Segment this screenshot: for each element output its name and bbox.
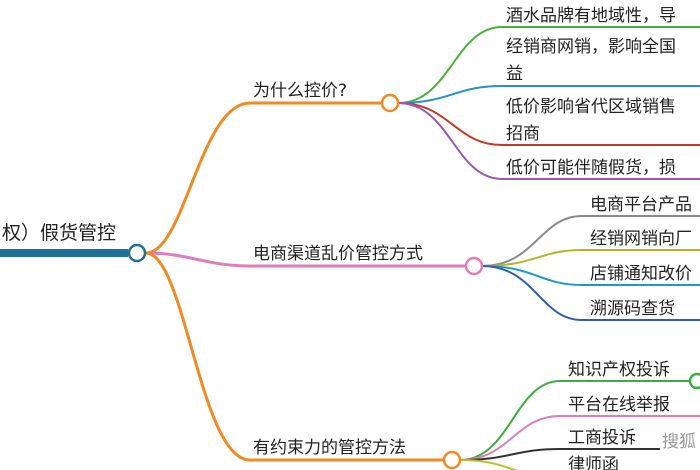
edge-root-branch-1 [145,101,251,255]
edge-b2-leaf-2 [481,249,700,267]
edge-b2-leaf-1 [481,215,700,267]
branch-3-node-toggle[interactable] [442,450,462,470]
edge-b1-leaf-1 [397,26,700,104]
leaf-b3-1-node-toggle[interactable] [688,372,700,390]
edge-b1-leaf-3 [397,102,700,146]
leaf-b3-2-label: 平台在线举报 [568,395,670,415]
edge-b3-leaf-1 [459,380,690,461]
branch-2-label: 电商渠道乱价管控方式 [253,244,423,264]
leaf-b1-1-label: 酒水品牌有地域性，导 [506,6,676,26]
branch-1-label: 为什么控价? [253,81,347,101]
leaf-b3-1-label: 知识产权投诉 [568,360,670,380]
leaf-b2-4-label: 溯源码查货 [590,299,675,319]
edge-b1-leaf-2 [397,85,700,104]
branch-1-node-toggle[interactable] [380,93,400,113]
leaf-b1-4-label: 低价可能伴随假货，损 [506,158,676,178]
leaf-b1-2-label-line2: 益 [506,64,523,84]
edge-b3-leaf-4 [459,459,518,470]
edge-b3-leaf-3 [459,448,660,461]
leaf-b3-4-label: 律师函 [568,455,619,470]
branch-3-label: 有约束力的管控方法 [253,438,406,458]
leaf-b2-2-label: 经销网销向厂 [590,229,692,249]
leaf-b2-3-label: 店铺通知改价 [590,264,692,284]
leaf-b2-1-label: 电商平台产品 [590,195,692,215]
leaf-b3-3-label: 工商投诉 [568,428,636,448]
branch-2-node-toggle[interactable] [464,256,484,276]
edge-root-branch-3 [145,251,251,462]
edge-b2-leaf-3 [481,265,700,286]
edge-b1-leaf-4 [397,102,700,180]
edge-b2-leaf-4 [481,265,700,321]
watermark: 搜狐 [662,432,696,452]
root-bar [0,249,128,257]
root-node-toggle[interactable] [127,243,147,263]
leaf-b1-3-label: 低价影响省代区域销售 [506,97,676,117]
edge-root-branch-2 [145,251,251,268]
edge-b3-leaf-2 [459,415,700,461]
leaf-b1-3-label-line2: 招商 [506,124,540,144]
root-label: 权）假货管控 [2,222,116,244]
leaf-b1-2-label: 经销商网销，影响全国 [506,37,676,57]
